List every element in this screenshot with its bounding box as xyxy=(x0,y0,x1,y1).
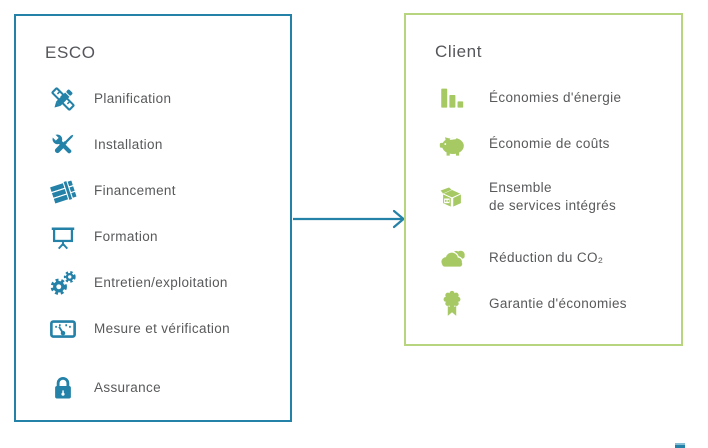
esco-item-mesure-et-verification: Mesure et vérification xyxy=(16,306,290,352)
item-label: Entretien/exploitation xyxy=(94,275,228,290)
item-label: Installation xyxy=(94,137,163,152)
piggy-bank-icon xyxy=(437,129,467,159)
item-label: Ensemble de services intégrés xyxy=(489,180,617,213)
presentation-board-icon xyxy=(48,222,78,252)
esco-item-planification: Planification xyxy=(16,76,290,122)
award-ribbon-icon xyxy=(437,289,467,319)
bar-chart-icon xyxy=(437,83,467,113)
item-label: Assurance xyxy=(94,380,161,395)
gears-icon xyxy=(48,268,78,298)
item-label: Planification xyxy=(94,91,172,106)
item-label: Financement xyxy=(94,183,176,198)
flow-arrow-icon xyxy=(293,209,405,229)
cut-off-decoration xyxy=(675,443,685,448)
esco-item-entretien-exploitation: Entretien/exploitation xyxy=(16,260,290,306)
item-label: Formation xyxy=(94,229,158,244)
item-label: Économies d'énergie xyxy=(489,90,622,105)
client-item-ensemble-de-services-integres: Ensemble de services intégrés xyxy=(406,167,681,227)
client-item-garantie-d-economies: Garantie d'économies xyxy=(406,281,681,327)
padlock-icon xyxy=(48,373,78,403)
client-item-economies-d-energie: Économies d'énergie xyxy=(406,75,681,121)
pencil-ruler-icon xyxy=(48,84,78,114)
tools-icon xyxy=(48,130,78,160)
esco-item-assurance: Assurance xyxy=(16,365,290,411)
cloud-icon xyxy=(437,243,467,273)
package-icon xyxy=(437,182,467,212)
esco-item-formation: Formation xyxy=(16,214,290,260)
item-label: Économie de coûts xyxy=(489,136,610,151)
client-item-reduction-du-co: Réduction du CO₂ xyxy=(406,235,681,281)
item-label: Garantie d'économies xyxy=(489,296,627,311)
esco-item-installation: Installation xyxy=(16,122,290,168)
item-label: Réduction du CO₂ xyxy=(489,250,604,265)
banknotes-icon xyxy=(48,176,78,206)
esco-box-title: ESCO xyxy=(45,43,96,62)
item-label: Mesure et vérification xyxy=(94,321,231,336)
gauge-icon xyxy=(48,314,78,344)
esco-item-financement: Financement xyxy=(16,168,290,214)
client-item-economie-de-couts: Économie de coûts xyxy=(406,121,681,167)
client-box-title: Client xyxy=(435,42,483,61)
